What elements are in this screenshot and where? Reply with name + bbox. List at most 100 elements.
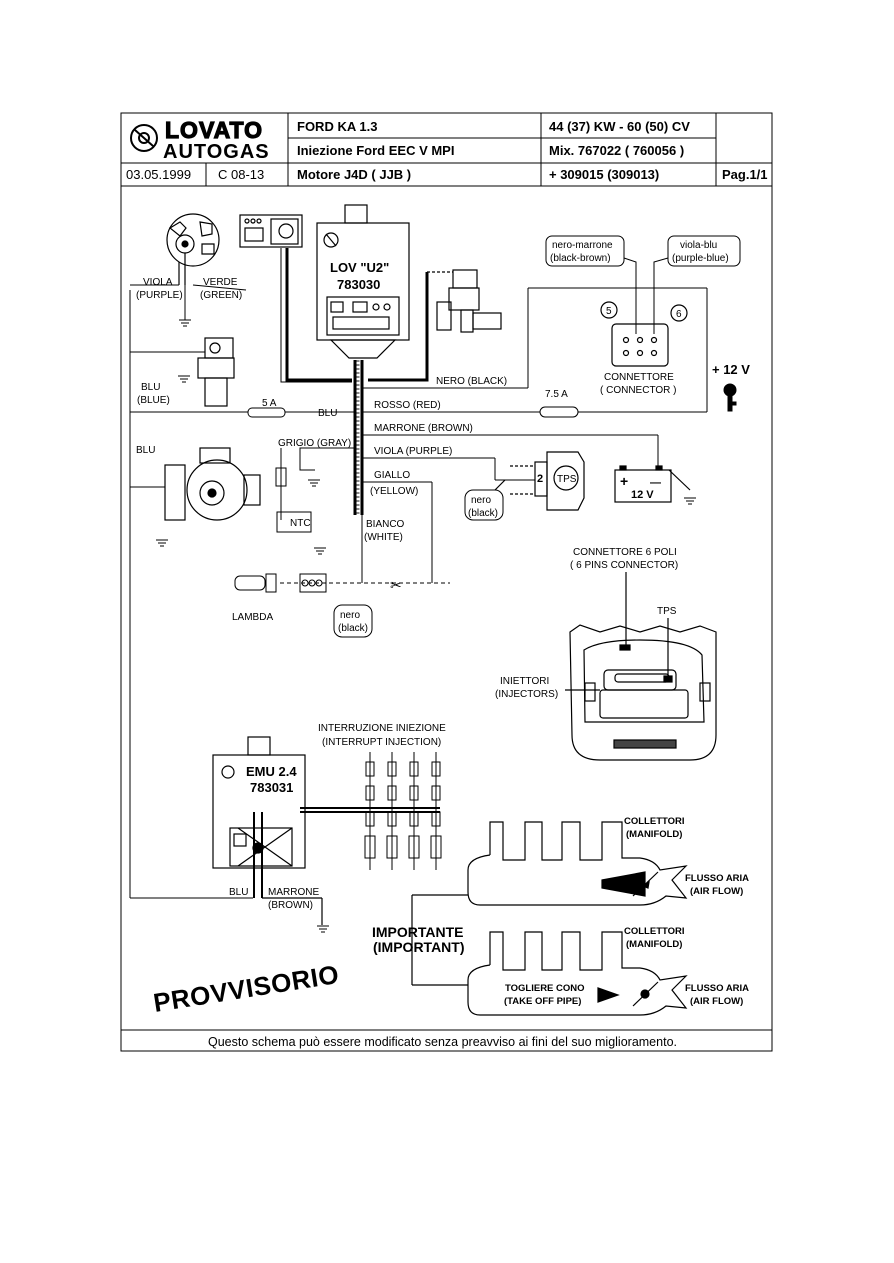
tps-black: (black) bbox=[468, 508, 498, 519]
tps-pin-label: 2 bbox=[537, 473, 543, 485]
interrupt-label-2: (INTERRUPT INJECTION) bbox=[322, 737, 441, 748]
emu-unit bbox=[212, 736, 323, 925]
viola-blu-label: viola-blu bbox=[680, 240, 717, 251]
emu-name: EMU 2.4 bbox=[246, 764, 297, 779]
power-cell: 44 (37) KW - 60 (50) CV bbox=[549, 119, 690, 134]
flusso-label-1: FLUSSO ARIA bbox=[685, 873, 749, 884]
battery-icon bbox=[614, 465, 691, 503]
manifold-1-drawing bbox=[411, 821, 688, 986]
injectors-label: (INJECTORS) bbox=[495, 689, 558, 700]
ground-symbols bbox=[156, 319, 696, 933]
fuse-75a bbox=[539, 406, 579, 418]
battery-plus: + bbox=[620, 473, 628, 489]
lambda-nero-tag bbox=[333, 604, 373, 638]
battery-label: 12 V bbox=[631, 489, 654, 501]
viola-label: VIOLA bbox=[143, 277, 173, 288]
purple-label: (PURPLE) bbox=[136, 290, 183, 301]
nero-marrone-label: nero-marrone bbox=[552, 240, 613, 251]
togliere-label: TOGLIERE CONO bbox=[505, 983, 585, 994]
code-cell: C 08-13 bbox=[218, 167, 264, 182]
rosso-red-label: ROSSO (RED) bbox=[374, 400, 441, 411]
collettori-label-2: COLLETTORI bbox=[624, 926, 685, 937]
bianco-label: BIANCO bbox=[366, 519, 405, 530]
emu-code: 783031 bbox=[250, 780, 293, 795]
black-brown-label: (black-brown) bbox=[550, 253, 611, 264]
solenoid-valve-icon bbox=[427, 269, 502, 333]
footer-note: Questo schema può essere modificato senz… bbox=[208, 1035, 677, 1049]
plus12v-label: + 12 V bbox=[712, 362, 750, 377]
emu-marrone-label: MARRONE bbox=[268, 887, 319, 898]
important-label: (IMPORTANT) bbox=[373, 939, 465, 955]
reducer-icon bbox=[166, 213, 220, 285]
flusso-label-2: FLUSSO ARIA bbox=[685, 983, 749, 994]
six-pin-title-1: CONNETTORE 6 POLI bbox=[573, 547, 677, 558]
mix-cell: Mix. 767022 ( 760056 ) bbox=[549, 143, 684, 158]
injector-cables bbox=[300, 752, 442, 870]
lovato-logo: LOVATO AUTOGAS bbox=[130, 116, 269, 163]
wiring-loom bbox=[129, 248, 708, 899]
viola-blu-tag bbox=[667, 235, 741, 267]
lambda-black: (black) bbox=[338, 623, 368, 634]
fuse-5a-label: 5 A bbox=[262, 398, 277, 409]
switch-display-icon bbox=[239, 214, 303, 248]
emu-brown-label: (BROWN) bbox=[268, 900, 313, 911]
lambda-label: LAMBDA bbox=[232, 612, 273, 623]
logo-top-text: LOVATO bbox=[165, 117, 263, 143]
connector-wires bbox=[623, 257, 669, 334]
manifold-label-1: (MANIFOLD) bbox=[626, 829, 682, 840]
header-table bbox=[120, 112, 773, 1052]
six-pin-title-2: ( 6 PINS CONNECTOR) bbox=[570, 560, 678, 571]
marrone-brown-label: MARRONE (BROWN) bbox=[374, 423, 473, 434]
connettore-label: CONNETTORE bbox=[604, 372, 674, 383]
take-off-label: (TAKE OFF PIPE) bbox=[504, 996, 581, 1007]
green-label: (GREEN) bbox=[200, 290, 242, 301]
engine-cell: Motore J4D ( JJB ) bbox=[297, 167, 411, 182]
nero-marrone-tag bbox=[545, 235, 625, 267]
tps-nero: nero bbox=[471, 495, 491, 506]
yellow-label: (YELLOW) bbox=[370, 486, 418, 497]
battery-minus: — bbox=[650, 477, 661, 489]
ecu-housing-drawing bbox=[565, 572, 717, 761]
ntc-label: NTC bbox=[290, 518, 311, 529]
tps-label: TPS bbox=[557, 474, 577, 485]
white-label: (WHITE) bbox=[364, 532, 403, 543]
connector-6pin bbox=[600, 301, 688, 367]
blu-label-1: BLU bbox=[141, 382, 160, 393]
blu-left-label: BLU bbox=[136, 445, 155, 456]
giallo-label: GIALLO bbox=[374, 470, 410, 481]
tps-nero-tag bbox=[464, 489, 504, 521]
fuse-75a-label: 7.5 A bbox=[545, 389, 568, 400]
ecu-name: LOV "U2" bbox=[330, 260, 389, 275]
date-cell: 03.05.1999 bbox=[126, 167, 191, 182]
page-cell: Pag.1/1 bbox=[722, 167, 768, 182]
viola-purple-label: VIOLA (PURPLE) bbox=[374, 446, 452, 457]
nero-black-label: NERO (BLACK) bbox=[436, 376, 507, 387]
connector-label: ( CONNECTOR ) bbox=[600, 385, 676, 396]
model-cell: FORD KA 1.3 bbox=[297, 119, 377, 134]
iniettori-label: INIETTORI bbox=[500, 676, 549, 687]
manifold-2-drawing bbox=[467, 931, 688, 1016]
interrupt-label-1: INTERRUZIONE INIEZIONE bbox=[318, 723, 446, 734]
collettori-label-1: COLLETTORI bbox=[624, 816, 685, 827]
ntc-sensor-icon bbox=[275, 467, 312, 533]
scissors-icon: ✂ bbox=[390, 577, 402, 593]
gas-valve-icon bbox=[197, 337, 235, 407]
ecu-connector-tps-label: TPS bbox=[657, 606, 677, 617]
air-label-1: (AIR FLOW) bbox=[690, 886, 743, 897]
grigio-gray-label: GRIGIO (GRAY) bbox=[278, 438, 351, 449]
provvisorio-stamp: PROVVISORIO bbox=[151, 959, 341, 1018]
kit-cell: + 309015 (309013) bbox=[549, 167, 659, 182]
blue-label-1: (BLUE) bbox=[137, 395, 170, 406]
injection-cell: Iniezione Ford EEC V MPI bbox=[297, 143, 454, 158]
pin6-label: 6 bbox=[676, 309, 682, 320]
ignition-key-icon bbox=[723, 383, 737, 412]
vaporizer-icon bbox=[164, 447, 261, 521]
pin5-label: 5 bbox=[606, 306, 612, 317]
purple-blue-label: (purple-blue) bbox=[672, 253, 729, 264]
verde-label: VERDE bbox=[203, 277, 238, 288]
fuse-5a bbox=[247, 407, 286, 418]
air-label-2: (AIR FLOW) bbox=[690, 996, 743, 1007]
tps-sensor-icon bbox=[494, 451, 585, 511]
lambda-nero: nero bbox=[340, 610, 360, 621]
